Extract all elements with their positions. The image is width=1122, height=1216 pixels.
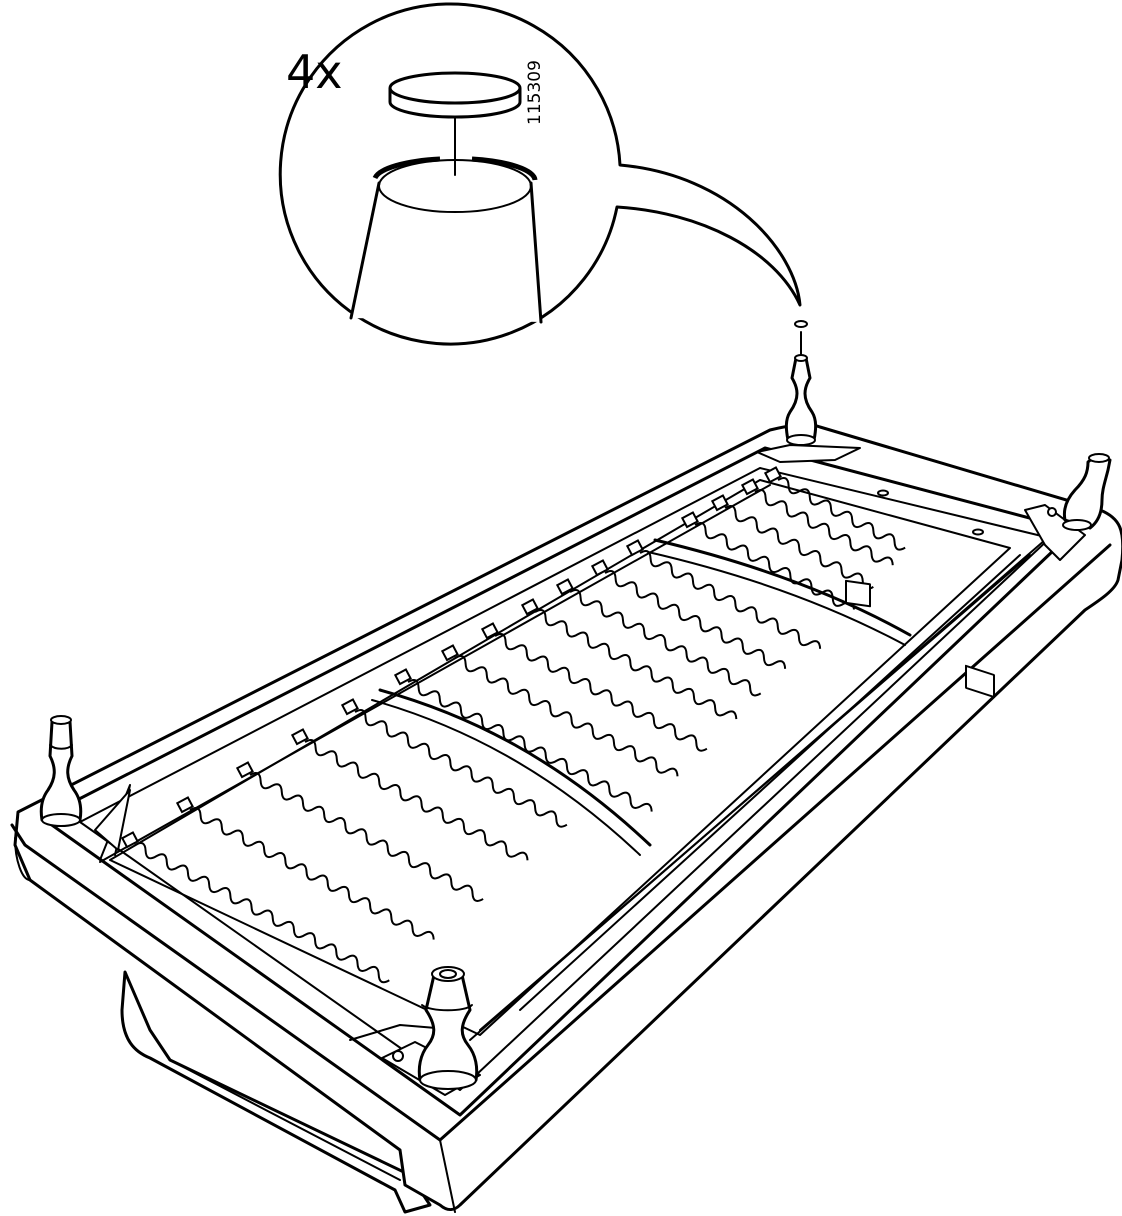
spring-clip <box>710 494 729 512</box>
corner-bracket <box>1024 504 1086 561</box>
spring-clip <box>393 668 412 686</box>
spring-row <box>724 504 874 590</box>
spring-row <box>494 632 708 752</box>
detail-callout: 4x 115309 <box>278 2 802 346</box>
spring-row <box>534 608 738 720</box>
spring-clip <box>680 511 699 529</box>
spring-clip <box>625 539 644 557</box>
spring-row <box>569 588 762 697</box>
spring-clip <box>555 578 574 596</box>
leg-front-left <box>39 715 83 827</box>
spring-row <box>454 654 679 777</box>
leg-back-left <box>784 320 818 446</box>
sofa-leg-icon <box>39 320 1112 1090</box>
spring-clip <box>480 622 499 640</box>
enlarged-leg-icon <box>349 156 543 324</box>
spring-clip <box>763 466 782 484</box>
callout-bubble-outline <box>278 2 802 346</box>
spring-row <box>354 708 568 828</box>
spring-clip <box>440 644 459 662</box>
spring-deck <box>109 466 1011 1036</box>
spring-row <box>249 771 484 902</box>
spring-clip <box>290 728 309 746</box>
quantity-label: 4x <box>286 45 343 99</box>
felt-pad-small <box>794 320 808 328</box>
spring-clip <box>590 559 609 577</box>
spring-row <box>189 806 435 940</box>
spring-row <box>304 738 529 861</box>
spring-row <box>639 549 822 649</box>
spring-clip <box>740 478 759 496</box>
spring-clip <box>340 698 359 716</box>
spring-clip <box>235 761 254 779</box>
sofa-frame-icon <box>10 423 1122 1214</box>
spring-row <box>777 476 906 551</box>
spring-row <box>407 678 653 812</box>
corner-bracket <box>94 789 131 851</box>
spring-row <box>134 841 390 984</box>
spring-clip <box>175 796 194 814</box>
corner-bracket <box>756 444 861 463</box>
spring-row <box>754 488 894 566</box>
felt-pad-icon <box>388 71 522 119</box>
leg-front-right <box>392 966 479 1090</box>
leg-back-right <box>1047 453 1112 531</box>
spring-clip <box>520 598 539 616</box>
spring-row <box>694 521 855 610</box>
part-number-label: 115309 <box>525 60 545 125</box>
spring-clip <box>120 831 139 849</box>
sinuous-springs <box>120 466 906 984</box>
spring-row <box>604 569 787 669</box>
